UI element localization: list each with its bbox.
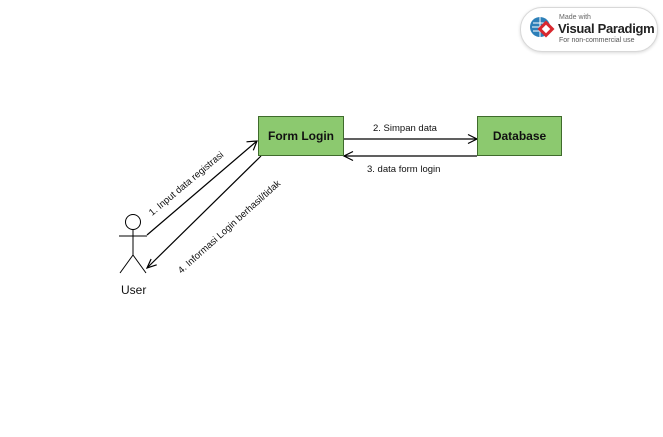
watermark-note: For non-commercial use: [559, 37, 635, 44]
message-2-arrow: [344, 133, 479, 145]
visual-paradigm-watermark[interactable]: Made with Visual Paradigm For non-commer…: [520, 7, 658, 52]
user-actor-icon: [119, 214, 147, 274]
message-2-label: 2. Simpan data: [373, 123, 437, 134]
visual-paradigm-logo-icon: [530, 17, 555, 38]
form-login-box[interactable]: Form Login: [258, 116, 344, 156]
database-box[interactable]: Database: [477, 116, 562, 156]
message-1-arrow: [146, 140, 258, 236]
form-login-label: Form Login: [268, 129, 334, 143]
user-actor-label: User: [121, 283, 147, 297]
watermark-brand: Visual Paradigm: [558, 21, 655, 36]
watermark-made-with: Made with: [559, 14, 591, 21]
database-label: Database: [492, 129, 547, 143]
message-4-arrow: [145, 155, 262, 269]
message-3-label: 3. data form login: [367, 164, 441, 175]
message-3-arrow: [342, 150, 477, 162]
